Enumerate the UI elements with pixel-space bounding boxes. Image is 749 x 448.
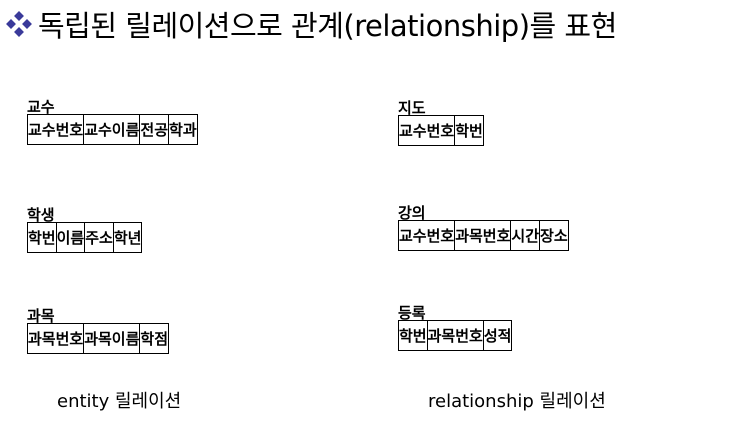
attribute-cell: 학번: [27, 222, 57, 253]
attribute-cell: 교수이름: [83, 114, 141, 145]
attribute-cell: 전공: [139, 114, 170, 145]
slide-title: 독립된 릴레이션으로 관계(relationship)를 표현: [6, 4, 617, 44]
relation-name: 교수: [27, 98, 55, 116]
relation-schema-table: 교수번호 교수이름 전공 학과: [26, 114, 198, 145]
attribute-cell: 과목번호: [26, 323, 85, 354]
attribute-cell: 과목번호: [426, 320, 484, 351]
attribute-cell: 과목이름: [83, 323, 141, 354]
relation-name: 강의: [398, 204, 426, 222]
slide-title-text: 독립된 릴레이션으로 관계(relationship)를 표현: [38, 9, 617, 43]
attribute-cell: 교수번호: [397, 220, 456, 251]
relation-name: 과목: [27, 307, 55, 325]
relation-schema-table: 교수번호 과목번호 시간 장소: [397, 220, 569, 251]
entity-caption: entity 릴레이션: [57, 391, 182, 412]
attribute-cell: 학점: [139, 323, 170, 354]
attribute-cell: 교수번호: [397, 115, 456, 146]
attribute-cell: 과목번호: [454, 220, 512, 251]
relation-schema-table: 과목번호 과목이름 학점: [26, 323, 170, 354]
relation-name: 등록: [398, 304, 426, 322]
attribute-cell: 성적: [482, 320, 513, 351]
attribute-cell: 학번: [454, 115, 484, 146]
relation-schema-table: 학번 과목번호 성적: [398, 320, 513, 351]
attribute-cell: 학번: [398, 320, 428, 351]
diamond-bullet-icon: [6, 11, 32, 37]
relation-schema-table: 학번 이름 주소 학년: [27, 222, 143, 253]
attribute-cell: 교수번호: [26, 114, 85, 145]
relationship-caption: relationship 릴레이션: [428, 391, 606, 412]
attribute-cell: 주소: [84, 222, 114, 253]
attribute-cell: 시간: [510, 220, 541, 251]
relation-name: 학생: [27, 206, 55, 224]
attribute-cell: 장소: [539, 220, 569, 251]
relation-name: 지도: [398, 99, 426, 117]
attribute-cell: 학과: [168, 114, 198, 145]
attribute-cell: 학년: [112, 222, 143, 253]
relation-schema-table: 교수번호 학번: [397, 115, 484, 146]
attribute-cell: 이름: [55, 222, 86, 253]
